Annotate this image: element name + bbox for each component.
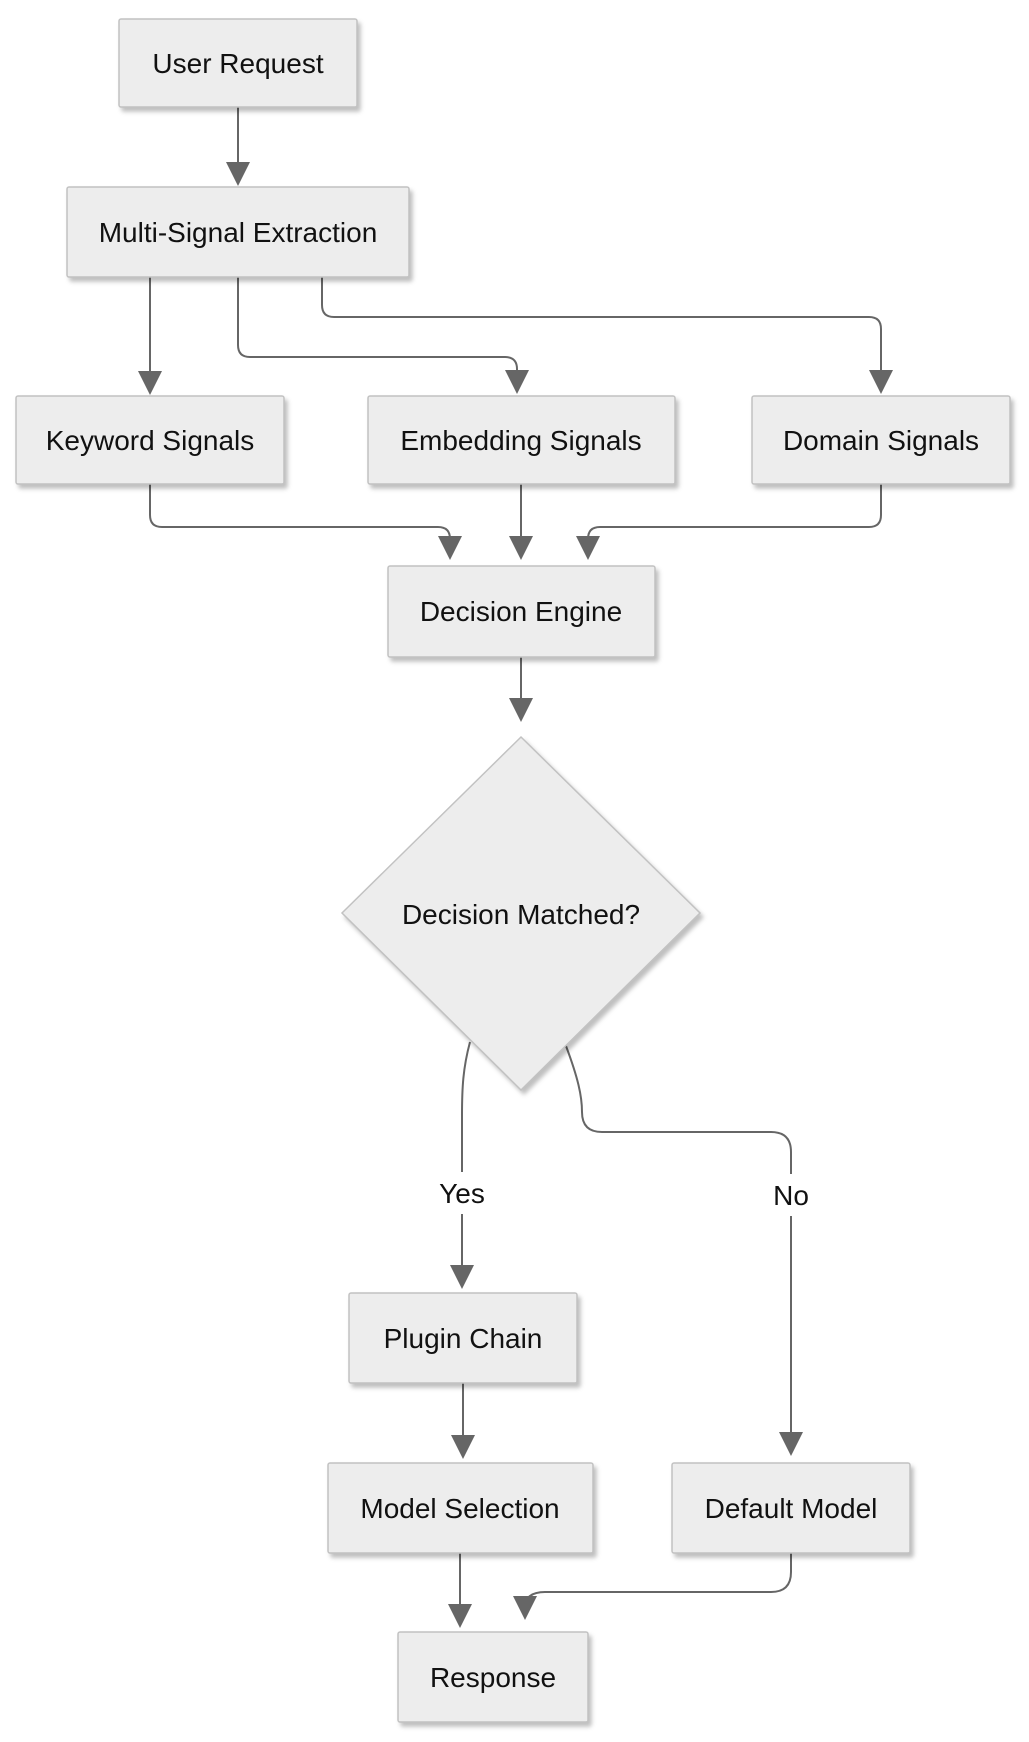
- node-keyword-signals-label: Keyword Signals: [46, 425, 255, 456]
- node-default-model: Default Model: [671, 1462, 911, 1554]
- edge-multi-signal-extraction-to-domain-signals: [321, 277, 893, 394]
- edge-label-no: No: [765, 1174, 817, 1216]
- node-decision-engine-box: [387, 565, 656, 658]
- node-decision-matched-diamond: [340, 735, 702, 1092]
- node-keyword-signals-box: [15, 395, 285, 485]
- node-embedding-signals-label: Embedding Signals: [400, 425, 641, 456]
- node-domain-signals-label: Domain Signals: [783, 425, 979, 456]
- node-user-request-label: User Request: [152, 48, 323, 79]
- node-plugin-chain-label: Plugin Chain: [384, 1323, 543, 1354]
- node-decision-engine-label: Decision Engine: [420, 596, 622, 627]
- node-default-model-label: Default Model: [705, 1493, 878, 1524]
- node-user-request-box: [118, 18, 358, 108]
- node-multi-signal-extraction: Multi-Signal Extraction: [66, 186, 410, 278]
- edge-label-no-bg: [765, 1174, 817, 1216]
- node-decision-matched: Decision Matched?: [340, 735, 702, 1092]
- node-domain-signals: Domain Signals: [751, 395, 1011, 485]
- node-embedding-signals: Embedding Signals: [367, 395, 676, 485]
- node-keyword-signals: Keyword Signals: [15, 395, 285, 485]
- node-model-selection: Model Selection: [327, 1462, 594, 1554]
- node-model-selection-box: [327, 1462, 594, 1554]
- node-multi-signal-extraction-label: Multi-Signal Extraction: [99, 217, 378, 248]
- node-embedding-signals-box: [367, 395, 676, 485]
- edge-decision-matched-no-to-default-model: [565, 1045, 803, 1456]
- node-response-label: Response: [430, 1662, 556, 1693]
- edge-layer: [138, 107, 893, 1628]
- edge-label-yes-text: Yes: [439, 1178, 485, 1209]
- node-model-selection-label: Model Selection: [360, 1493, 559, 1524]
- edge-label-yes: Yes: [433, 1172, 491, 1214]
- edge-default-model-to-response: [513, 1553, 792, 1620]
- edge-label-yes-bg: [433, 1172, 491, 1214]
- node-user-request: User Request: [118, 18, 358, 108]
- node-multi-signal-extraction-box: [66, 186, 410, 278]
- edge-multi-signal-extraction-to-embedding-signals: [237, 277, 529, 394]
- node-response: Response: [397, 1631, 589, 1723]
- node-response-box: [397, 1631, 589, 1723]
- node-plugin-chain-box: [348, 1292, 578, 1384]
- edge-decision-matched-yes-to-plugin-chain: [450, 1041, 474, 1289]
- node-domain-signals-box: [751, 395, 1011, 485]
- edge-keyword-signals-to-decision-engine: [149, 484, 462, 560]
- edge-label-no-text: No: [773, 1180, 809, 1211]
- node-decision-matched-label: Decision Matched?: [402, 899, 640, 930]
- node-default-model-box: [671, 1462, 911, 1554]
- node-plugin-chain: Plugin Chain: [348, 1292, 578, 1384]
- node-decision-engine: Decision Engine: [387, 565, 656, 658]
- edge-domain-signals-to-decision-engine: [576, 484, 882, 560]
